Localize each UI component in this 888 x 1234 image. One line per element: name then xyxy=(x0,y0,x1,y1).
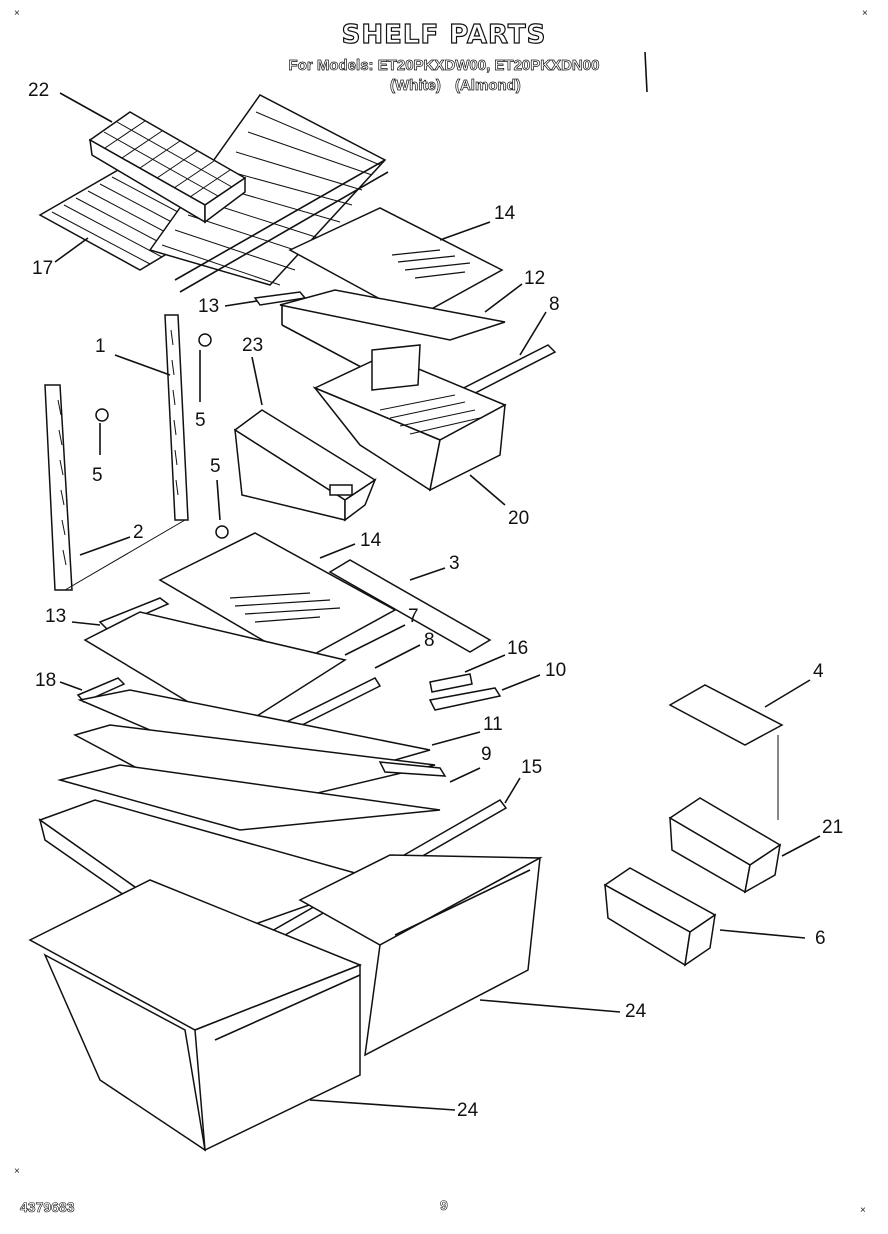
callout-1: 1 xyxy=(95,336,106,357)
callout-22: 22 xyxy=(28,80,50,101)
dairy-door-cover xyxy=(668,684,784,746)
callout-8-lower: 8 xyxy=(424,630,435,651)
butter-bin xyxy=(668,797,782,894)
callout-14-upper: 14 xyxy=(494,203,516,224)
callout-10: 10 xyxy=(545,660,567,681)
callout-20: 20 xyxy=(508,508,530,529)
page-title: SHELF PARTS xyxy=(341,19,547,50)
corner-mark-bottom-left: × xyxy=(14,1166,20,1177)
callout-13-upper: 13 xyxy=(198,296,220,317)
callout-16: 16 xyxy=(507,638,529,659)
ice-cube-tray xyxy=(88,111,247,224)
shelf-ladder-left xyxy=(44,384,73,591)
page-number: 9 xyxy=(440,1197,448,1214)
variants-line: (White) (Almond) xyxy=(390,77,522,95)
callout-leaders xyxy=(54,92,821,1111)
callout-7: 7 xyxy=(408,606,419,627)
document-number: 4379683 xyxy=(20,1199,75,1216)
wire-shelf-upper xyxy=(148,94,389,293)
egg-bin xyxy=(603,867,717,967)
callout-23: 23 xyxy=(242,335,264,356)
callout-3: 3 xyxy=(449,553,460,574)
callout-14-lower: 14 xyxy=(360,530,382,551)
dairy-bin xyxy=(233,409,377,522)
callout-5-b: 5 xyxy=(92,465,103,486)
corner-mark-top-right: × xyxy=(862,8,868,19)
callout-11: 11 xyxy=(483,714,503,735)
glass-reflection-lower xyxy=(229,592,341,623)
corner-mark-top-left: × xyxy=(14,8,20,19)
callout-9: 9 xyxy=(481,744,492,765)
corner-mark-bottom-right: × xyxy=(860,1205,866,1216)
callout-4: 4 xyxy=(813,661,824,682)
shelf-trim-10 xyxy=(428,687,502,711)
callout-12: 12 xyxy=(524,268,546,289)
shelf-frame-7 xyxy=(83,611,347,731)
meat-keeper-pan xyxy=(312,344,507,492)
shelf-trim-9 xyxy=(378,761,447,777)
shelf-frame-11 xyxy=(57,764,441,831)
callout-21: 21 xyxy=(822,817,844,838)
glass-reflection-upper xyxy=(391,249,471,279)
shelf-trim-16 xyxy=(429,673,473,693)
ladder-connector xyxy=(64,519,186,591)
callout-5-a: 5 xyxy=(195,410,206,431)
glass-shelf-3 xyxy=(328,559,492,653)
callout-18: 18 xyxy=(35,670,57,691)
shelf-trim-13-lower xyxy=(98,597,170,631)
callout-13-lower: 13 xyxy=(45,606,67,627)
crisper-drawer-left xyxy=(28,879,363,1152)
callout-24-left: 24 xyxy=(457,1100,479,1121)
callout-8-upper: 8 xyxy=(549,294,560,315)
callout-15: 15 xyxy=(521,757,543,778)
shelf-ladder-right xyxy=(164,314,189,521)
crisper-drawer-right xyxy=(298,854,543,1057)
screw-icon xyxy=(95,333,229,539)
callout-24-right: 24 xyxy=(625,1001,647,1022)
callout-6: 6 xyxy=(815,928,826,949)
margin-mark xyxy=(644,51,648,93)
callout-17: 17 xyxy=(32,258,54,279)
models-line: For Models: ET20PKXDW00, ET20PKXDN00 xyxy=(288,57,600,75)
callout-5-c: 5 xyxy=(210,456,221,477)
callout-2: 2 xyxy=(133,522,144,543)
glass-shelf-upper xyxy=(288,207,504,319)
